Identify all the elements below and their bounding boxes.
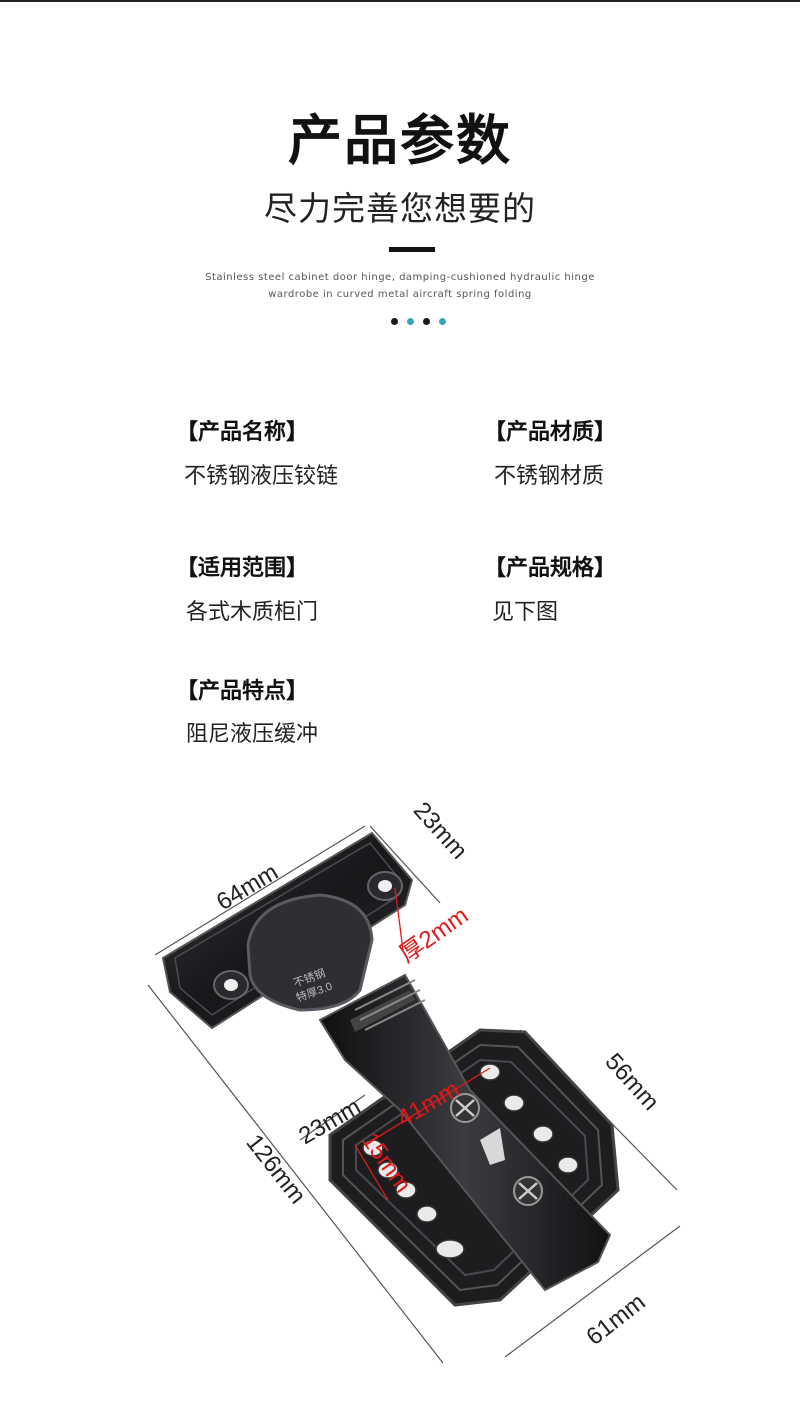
spec-label-product-name: 【产品名称】 <box>176 420 309 445</box>
spec-value-specification: 见下图 <box>492 600 559 625</box>
spec-label-specification: 【产品规格】 <box>484 556 617 581</box>
spec-value-product-name: 不锈钢液压铰链 <box>184 464 339 489</box>
top-border <box>0 0 800 2</box>
dim-line-23-side <box>299 1094 366 1141</box>
spec-label-application: 【适用范围】 <box>176 556 309 581</box>
dot-3 <box>423 318 430 325</box>
red-dimension-lines <box>354 887 491 1201</box>
dim-line-64 <box>154 825 366 956</box>
dot-1 <box>391 318 398 325</box>
dim-line-126 <box>147 984 444 1364</box>
english-description-line-2: wardrobe in curved metal aircraft spring… <box>268 289 532 300</box>
spec-label-features: 【产品特点】 <box>176 679 309 704</box>
spec-label-material: 【产品材质】 <box>484 420 617 445</box>
page-subtitle: 尽力完善您想要的 <box>264 189 536 228</box>
hinge-cup-plate: 不锈钢 特厚3.0 <box>161 831 414 1030</box>
dim-line-23-top <box>369 825 441 904</box>
spec-value-features: 阻尼液压缓冲 <box>186 722 319 747</box>
dim-label-23-top: 23mm <box>408 797 473 865</box>
english-description-line-1: Stainless steel cabinet door hinge, damp… <box>205 272 595 283</box>
spec-value-material: 不锈钢材质 <box>494 464 605 489</box>
title-divider <box>389 247 435 252</box>
spec-value-application: 各式木质柜门 <box>186 600 319 625</box>
dim-label-56: 56mm <box>600 1048 665 1116</box>
dot-4 <box>439 318 446 325</box>
dim-label-61: 61mm <box>581 1288 650 1350</box>
decorative-dots <box>391 318 446 325</box>
page-title: 产品参数 <box>288 109 512 172</box>
dim-label-thickness: 厚2mm <box>395 902 474 968</box>
dim-line-61 <box>504 1225 681 1358</box>
dim-label-126: 126mm <box>241 1129 312 1209</box>
dot-2 <box>407 318 414 325</box>
hinge-arm <box>318 973 612 1292</box>
